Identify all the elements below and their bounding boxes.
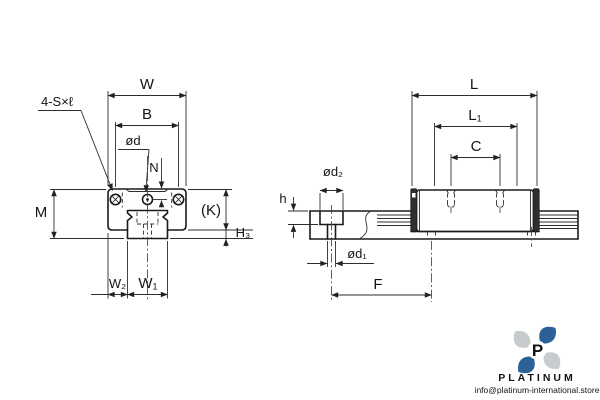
dim-label-l: L [470,76,478,93]
front-view-dimensions: W B ød 4-S×ℓ N M [35,76,253,299]
dim-label-od2: ød₂ [323,164,343,179]
dim-label-m: M [35,204,48,221]
dim-label-n: N [149,160,158,175]
brand-logo: P PLATINUM info@platinum-international.s… [475,326,600,395]
brand-email: info@platinum-international.store [475,385,600,395]
dim-label-screw-note: 4-S×ℓ [41,94,74,109]
mounting-screw-right [171,192,185,208]
side-view-dimensions: L L₁ C ød₂ h ød₁ [279,76,538,298]
dim-label-w2: W₂ [109,276,126,291]
end-seal-right [532,188,540,233]
side-view: L L₁ C ød₂ h ød₁ [279,76,579,302]
dim-label-k: (K) [201,202,221,219]
front-view: W B ød 4-S×ℓ N M [35,76,253,302]
dim-label-h3: H₃ [236,225,251,240]
dim-label-h: h [279,191,286,206]
carriage-block-side [410,188,540,233]
rail-groove-lines [377,214,578,229]
logo-center-disc [527,340,547,360]
dim-label-od: ød [125,133,140,148]
dim-label-od1: ød₁ [347,246,367,261]
logo-petal-2 [543,352,561,369]
dim-label-f: F [373,276,382,293]
mounting-screw-left [109,192,123,208]
tapped-hole-right [495,189,505,213]
logo-letter-p: P [532,341,543,360]
brand-name: PLATINUM [498,372,575,384]
logo-petal-3 [518,356,535,374]
logo-petal-4 [513,331,531,348]
seal-detail [412,193,416,198]
hidden-rail-holes-side [427,227,536,247]
dim-label-c: C [471,138,482,155]
dim-label-b: B [142,106,152,123]
platinum-logo-icon: P [513,326,561,374]
dim-label-w: W [140,76,155,93]
logo-petal-1 [539,326,556,344]
tapped-hole-left [446,189,456,213]
break-line [358,210,372,240]
dim-label-w1: W₁ [138,275,157,292]
dim-label-l1: L₁ [468,107,481,124]
